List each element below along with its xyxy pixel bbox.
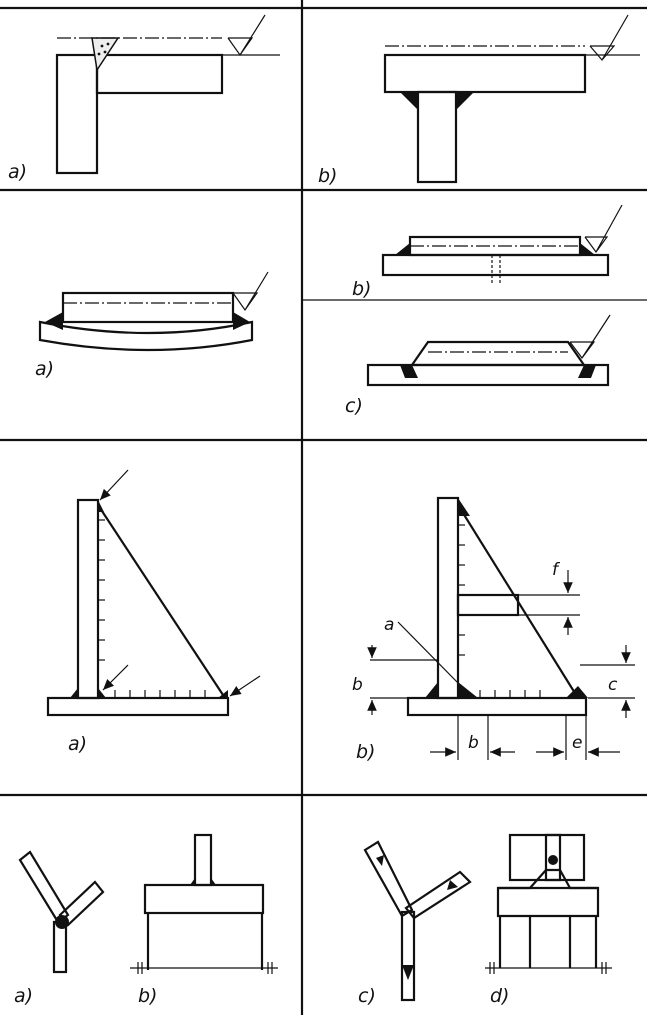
dim-b-horizontal: b (468, 733, 479, 753)
label-4a: a) (14, 985, 33, 1007)
dim-e: e (572, 733, 582, 753)
label-4b: b) (138, 985, 157, 1007)
dim-b-vertical: b (352, 675, 363, 695)
label-1b: b) (318, 165, 337, 187)
panel-2b: b) (352, 204, 623, 300)
dim-f: f (552, 560, 561, 580)
panel-4b: b) (130, 833, 278, 1007)
panel-3b: a b b e c f b) (352, 496, 635, 763)
label-3b: b) (356, 741, 375, 763)
dim-a: a (384, 615, 394, 635)
label-2b: b) (352, 278, 371, 300)
dim-c: c (608, 675, 618, 695)
panel-4a: a) (14, 850, 105, 1007)
label-4c: c) (358, 985, 376, 1007)
panel-1b: b) (318, 14, 640, 187)
label-2a: a) (35, 358, 54, 380)
panel-2c: c) (345, 314, 611, 417)
panel-4c: c) (358, 840, 472, 1007)
panel-1a: a) (8, 14, 280, 183)
panel-2a: a) (35, 271, 269, 380)
label-1a: a) (8, 161, 27, 183)
label-3a: a) (68, 733, 87, 755)
label-4d: d) (490, 985, 509, 1007)
label-2c: c) (345, 395, 363, 417)
panel-4d: d) (485, 833, 612, 1007)
panel-3a: a) (46, 469, 261, 755)
